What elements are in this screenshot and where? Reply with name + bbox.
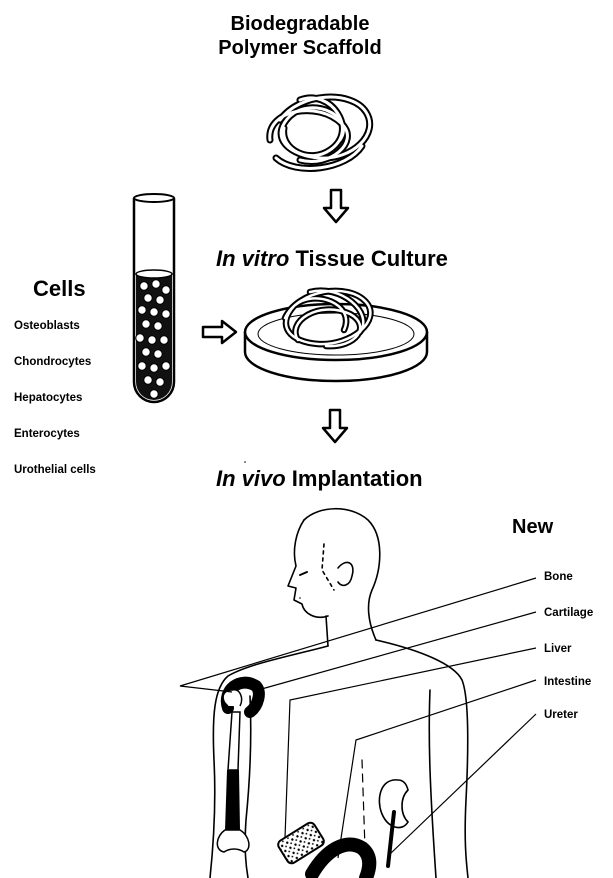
petri-dish-icon xyxy=(245,291,427,381)
human-figure-icon xyxy=(210,509,468,878)
leader-intestine xyxy=(338,680,536,858)
intestine-icon xyxy=(312,844,369,878)
arrow-right-icon xyxy=(203,321,236,343)
leader-ureter xyxy=(390,714,536,854)
leader-liver xyxy=(285,648,536,838)
leader-cartilage xyxy=(258,612,536,690)
arrow-down-icon xyxy=(324,190,348,222)
scaffold-icon xyxy=(270,97,370,168)
speck-marks xyxy=(244,461,301,599)
arrow-down-icon xyxy=(323,410,347,442)
test-tube-icon xyxy=(134,194,174,402)
kidney-ureter-icon xyxy=(379,780,408,866)
leader-bone xyxy=(180,578,536,692)
bone-icon xyxy=(217,683,259,852)
